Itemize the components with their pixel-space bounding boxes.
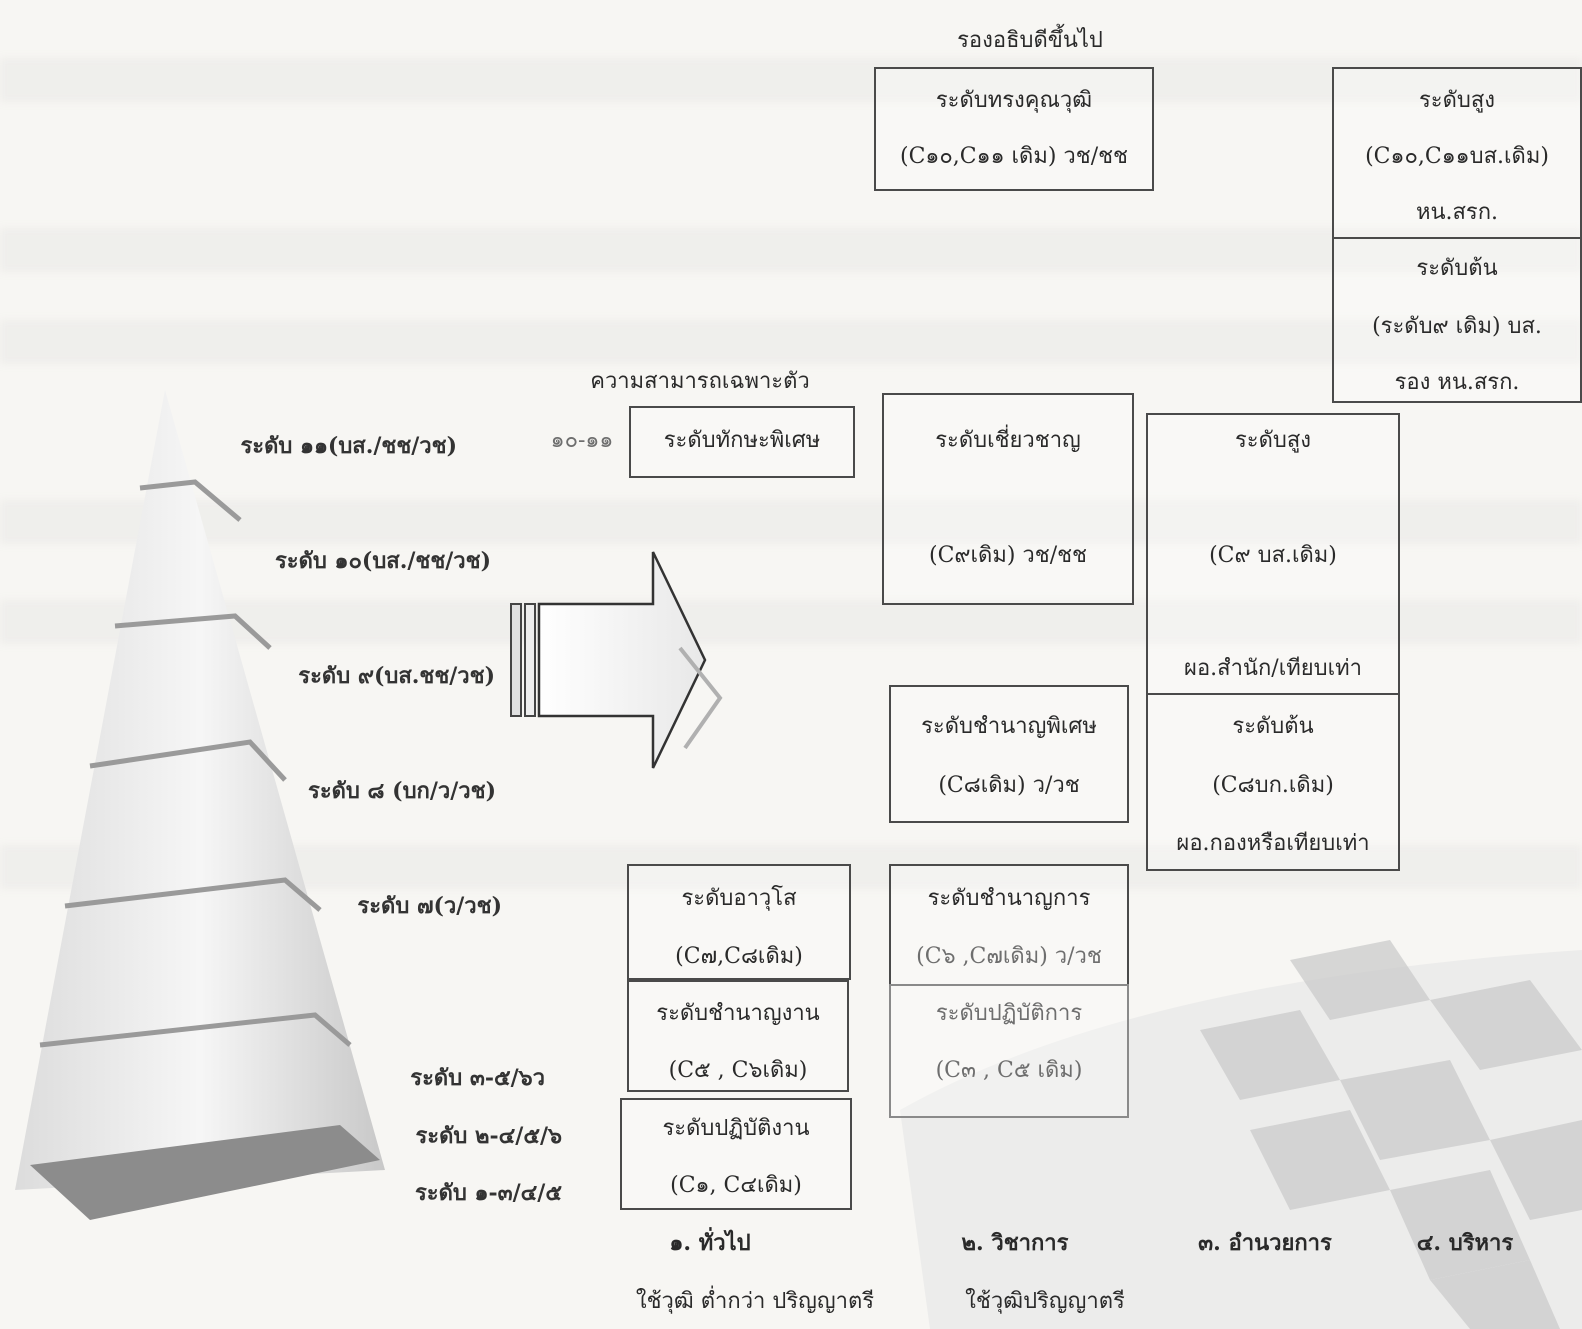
background-band <box>0 600 1582 644</box>
pyramid-level-label: ระดับ ๑๐(บส./ชช/วช) <box>274 548 491 574</box>
category-director: ๓. อำนวยการ <box>1198 1230 1332 1256</box>
category-academic: ๒. วิชาการ <box>961 1230 1069 1256</box>
right-arrow-icon <box>510 551 723 769</box>
box-detail: (C๑, C๔เดิม) <box>670 1173 802 1198</box>
box-exec-entry <box>1332 237 1582 403</box>
box-detail: (C๑๐,C๑๑ เดิม) วช/ชช <box>899 144 1128 169</box>
box-title: ระดับต้น <box>1416 256 1498 281</box>
background-band <box>0 58 1582 102</box>
box-detail: (ระดับ๙ เดิม) บส. <box>1372 314 1542 339</box>
category-executive: ๔. บริหาร <box>1416 1230 1514 1256</box>
qualification-general: ใช้วุฒิ ต่ำกว่า ปริญญาตรี <box>635 1289 875 1314</box>
level-pyramid <box>15 390 385 1220</box>
box-detail: (C๘เดิม) ว/วช <box>938 773 1080 798</box>
pyramid-level-label: ระดับ ๙(บส.ชช/วช) <box>298 663 495 689</box>
pyramid-level-label: ระดับ ๗(ว/วช) <box>357 893 502 919</box>
box-pro <box>889 864 1129 986</box>
pyramid-level-label: ระดับ ๘ (บก/ว/วช) <box>308 778 496 804</box>
pyramid-level-label: ระดับ ๑๑(บส./ชช/วช) <box>240 433 457 459</box>
box-detail: (C๙เดิม) วช/ชช <box>929 543 1087 568</box>
box-detail: (C๕ , C๖เดิม) <box>668 1058 808 1083</box>
box-detail: (C๓ , C๕ เดิม) <box>935 1058 1083 1083</box>
pyramid-level-label: ระดับ ๓-๕/๖ว <box>410 1065 545 1091</box>
box-detail: (C๖ ,C๗เดิม) ว/วช <box>916 944 1102 969</box>
box-title: ระดับทักษะพิเศษ <box>663 428 821 453</box>
box-detail: (C๘บก.เดิม) <box>1212 773 1334 798</box>
box-title: ระดับสูง <box>1418 88 1496 113</box>
box-title: ระดับชำนาญพิเศษ <box>921 714 1097 739</box>
box-title: ระดับต้น <box>1232 714 1314 739</box>
pyramid-level-label: ระดับ ๒-๔/๕/๖ <box>415 1123 562 1149</box>
box-title: ระดับชำนาญการ <box>927 886 1091 911</box>
box-detail: หน.สรก. <box>1415 200 1499 225</box>
box-detail: รอง หน.สรก. <box>1394 370 1520 395</box>
box-dir-high <box>1146 413 1400 695</box>
background-band <box>0 320 1582 364</box>
box-title: ระดับทรงคุณวุฒิ <box>935 88 1093 113</box>
box-senior-pro <box>889 685 1129 823</box>
box-detail: (C๑๐,C๑๑บส.เดิม) <box>1365 144 1549 169</box>
box-detail: ผอ.กองหรือเทียบเท่า <box>1176 831 1370 856</box>
box-operational <box>620 1098 852 1210</box>
box-practitioner <box>889 984 1129 1118</box>
special-range-label: ๑๐-๑๑ <box>550 428 614 453</box>
box-senior <box>627 864 851 980</box>
box-top-expert <box>874 67 1154 191</box>
box-title: ระดับชำนาญงาน <box>656 1001 820 1026</box>
competency-header: ความสามารถเฉพาะตัว <box>590 369 810 394</box>
box-detail: ผอ.สำนัก/เทียบเท่า <box>1184 656 1362 681</box>
box-title: ระดับสูง <box>1234 428 1312 453</box>
top-header: รองอธิบดีขึ้นไป <box>957 28 1103 53</box>
watermark-logo <box>900 940 1582 1329</box>
box-detail: (C๗,C๘เดิม) <box>675 944 803 969</box>
box-dir-entry <box>1146 693 1400 871</box>
box-expert <box>882 393 1134 605</box>
pyramid-level-label: ระดับ ๑-๓/๔/๕ <box>414 1180 562 1206</box>
box-experienced <box>627 980 849 1092</box>
box-title: ระดับเชี่ยวชาญ <box>935 428 1081 453</box>
qualification-academic: ใช้วุฒิปริญญาตรี <box>965 1289 1125 1314</box>
box-exec-high <box>1332 67 1582 239</box>
box-title: ระดับอาวุโส <box>681 886 797 911</box>
box-special-skill <box>629 406 855 478</box>
box-title: ระดับปฏิบัติการ <box>935 1001 1083 1026</box>
background-band <box>0 500 1582 544</box>
category-general: ๑. ทั่วไป <box>669 1230 751 1256</box>
box-title: ระดับปฏิบัติงาน <box>662 1116 810 1141</box>
box-detail: (C๙ บส.เดิม) <box>1209 543 1337 568</box>
background-band <box>0 228 1582 272</box>
